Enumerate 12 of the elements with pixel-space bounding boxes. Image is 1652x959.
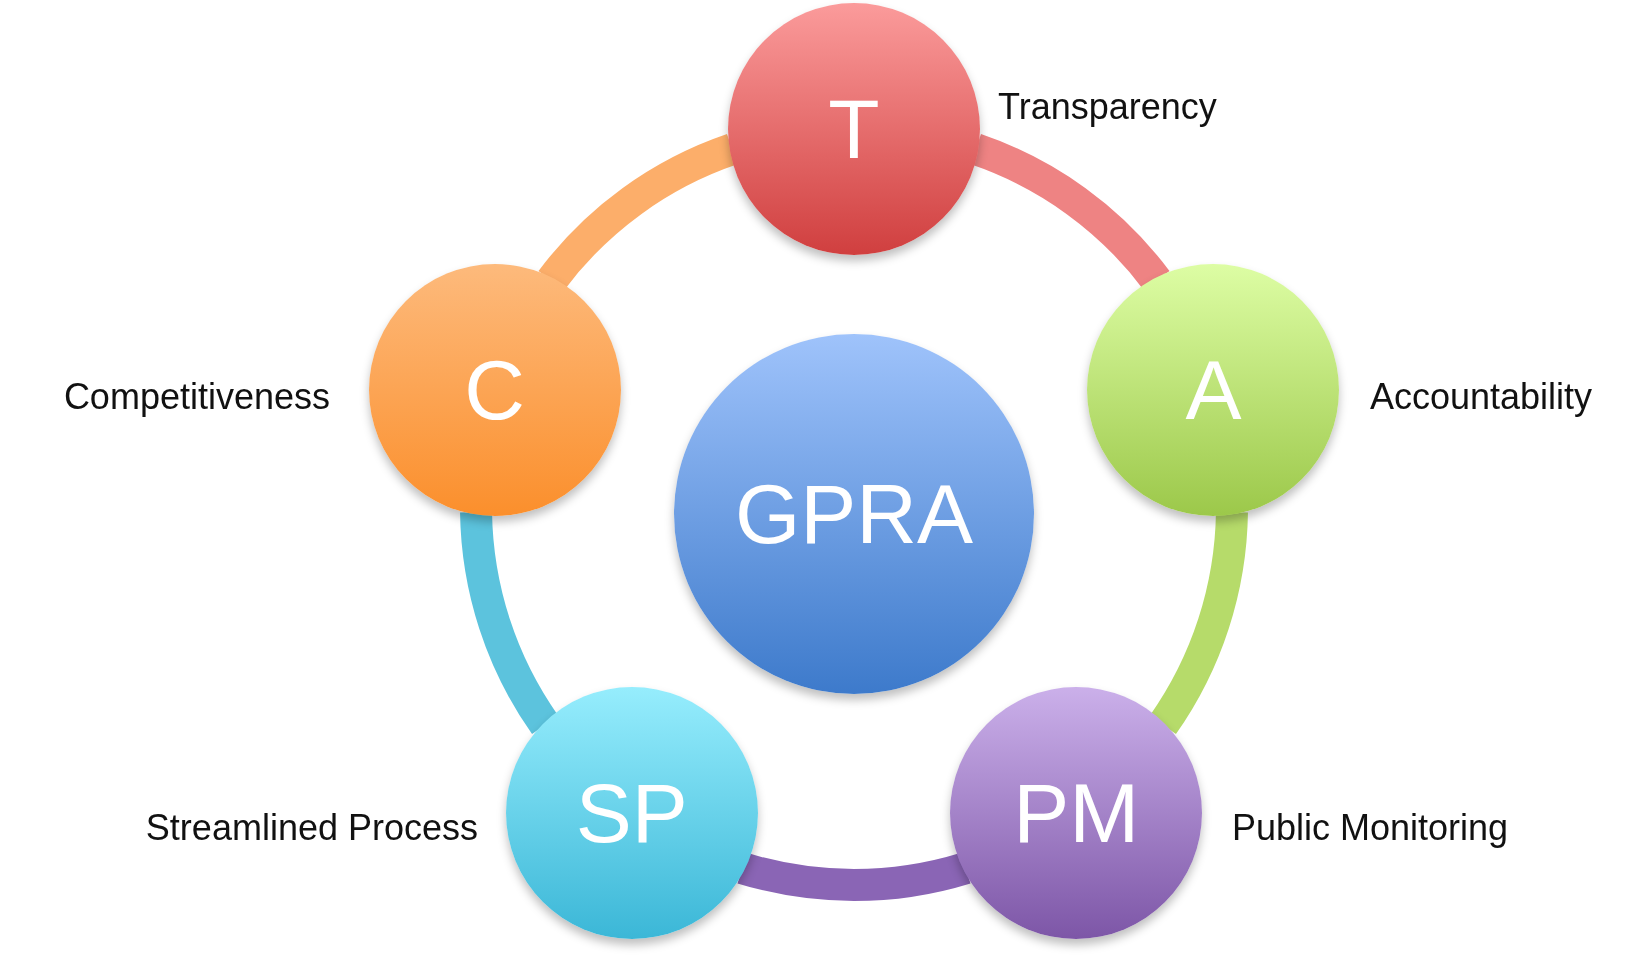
node-text: A — [1185, 348, 1242, 433]
node-label: Streamlined Process — [145, 807, 478, 849]
node-text: SP — [575, 770, 688, 855]
ring-arc — [738, 852, 970, 901]
node-text: C — [464, 348, 525, 433]
node-label: Competitiveness — [63, 376, 330, 418]
node-text: GPRA — [734, 472, 974, 556]
node-label: Accountability — [1370, 376, 1593, 418]
node-text: T — [828, 87, 880, 171]
node-text: PM — [1013, 770, 1140, 855]
node-label: Public Monitoring — [1232, 807, 1509, 849]
node-label: Transparency — [998, 86, 1217, 128]
